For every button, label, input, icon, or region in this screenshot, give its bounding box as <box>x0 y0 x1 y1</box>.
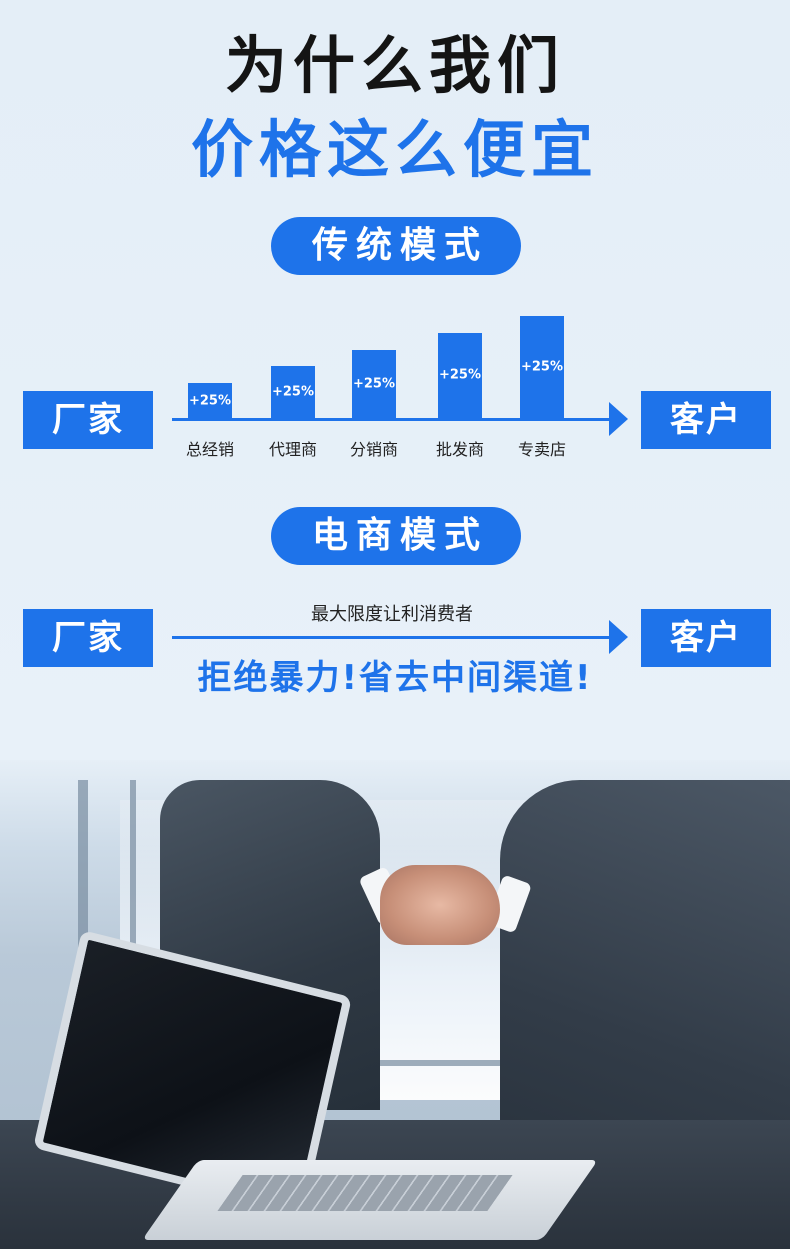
manufacturer-box-traditional: 厂家 <box>23 391 153 449</box>
markup-bar-value: +25% <box>352 376 395 392</box>
markup-bar-value: +25% <box>188 393 231 409</box>
channel-label: 批发商 <box>435 440 484 459</box>
markup-bar: +25% <box>520 316 564 418</box>
consumer-benefit-text: 最大限度让利消费者 <box>311 604 473 625</box>
channel-label: 代理商 <box>268 440 317 459</box>
traditional-mode-badge: 传统模式 <box>271 217 521 275</box>
customer-box-ecommerce: 客户 <box>641 609 771 667</box>
markup-bar: +25% <box>438 332 482 418</box>
markup-bar: +25% <box>352 349 396 418</box>
ecommerce-mode-badge: 电商模式 <box>271 507 521 565</box>
traditional-flow-line <box>172 418 612 421</box>
slogan-text: 拒绝暴力!省去中间渠道! <box>197 658 593 698</box>
channel-label: 总经销 <box>185 440 234 459</box>
markup-bar-value: +25% <box>438 367 481 383</box>
customer-box-traditional: 客户 <box>641 391 771 449</box>
handshake-icon <box>380 865 500 945</box>
headline-line2: 价格这么便宜 <box>190 113 599 186</box>
manufacturer-box-ecommerce: 厂家 <box>23 609 153 667</box>
channel-label: 分销商 <box>349 440 398 459</box>
ecommerce-flow-line <box>172 636 612 639</box>
markup-bar: +25% <box>271 366 315 418</box>
channel-label: 专卖店 <box>517 440 566 459</box>
arrow-right-icon <box>609 620 628 654</box>
handshake-photo <box>0 760 790 1249</box>
markup-bar-value: +25% <box>520 359 563 375</box>
arrow-right-icon <box>609 402 628 436</box>
markup-bar: +25% <box>188 383 232 418</box>
headline-line1: 为什么我们 <box>224 29 565 102</box>
markup-bar-value: +25% <box>271 384 314 400</box>
